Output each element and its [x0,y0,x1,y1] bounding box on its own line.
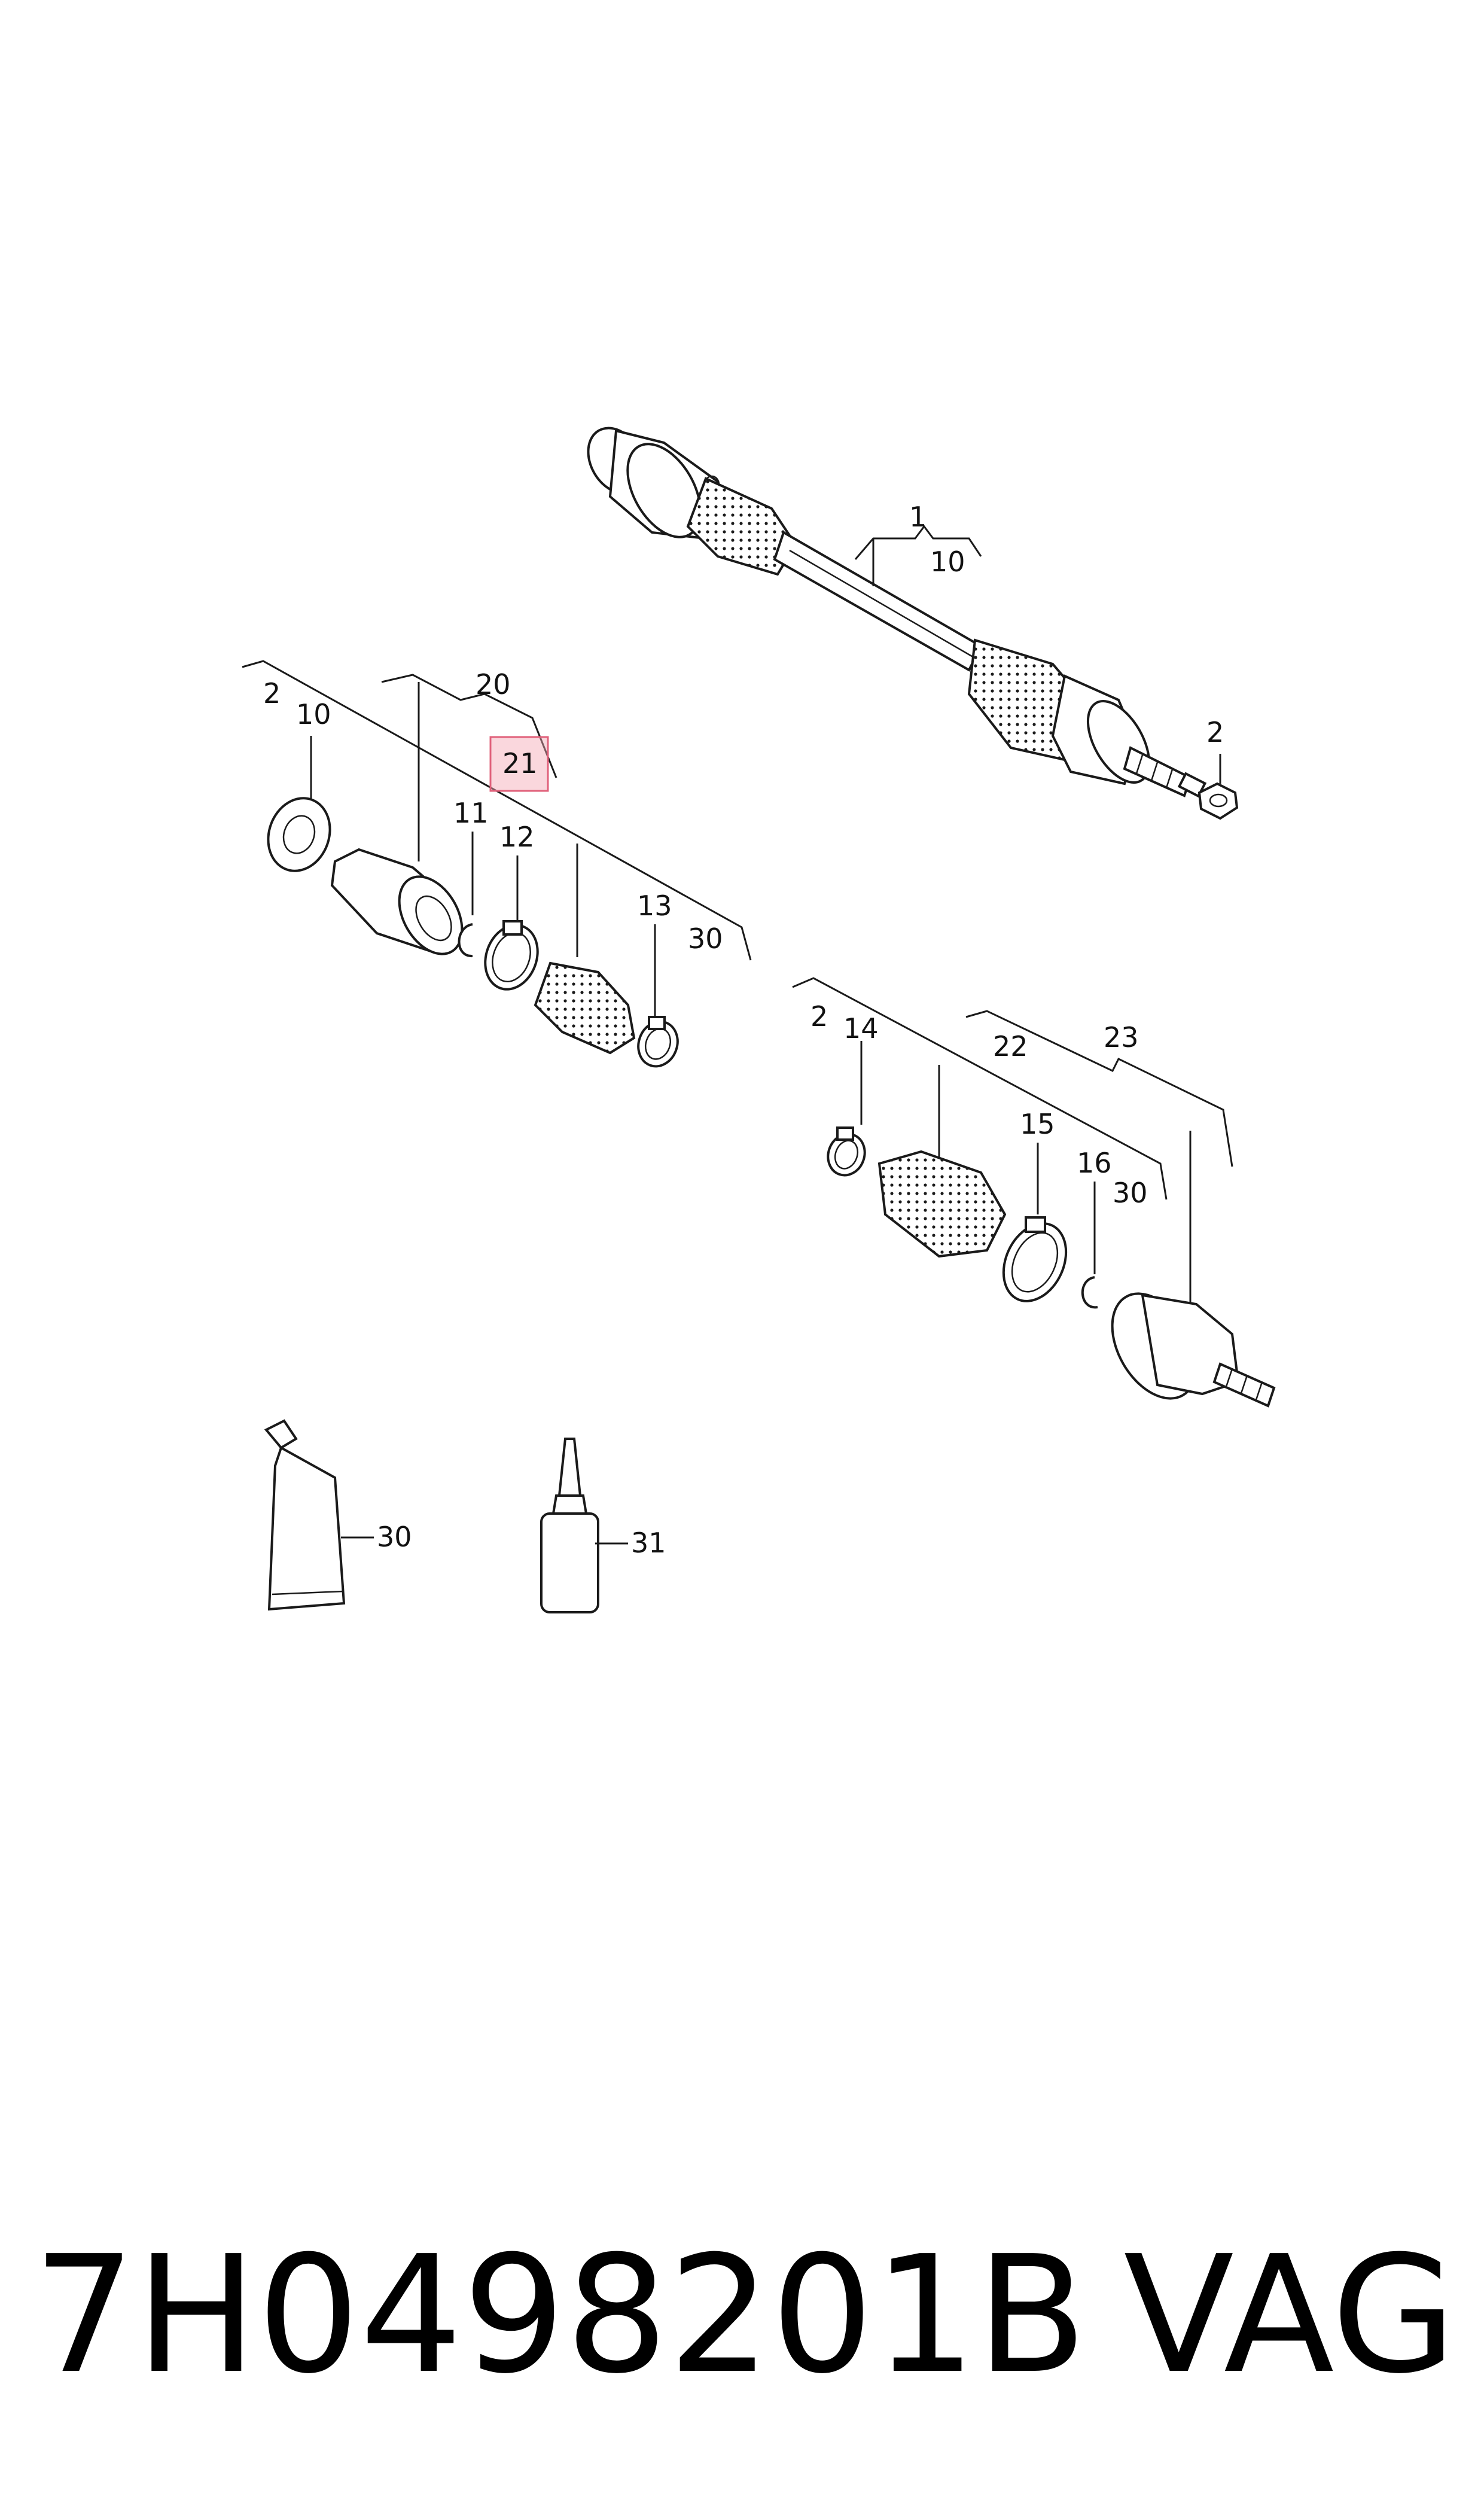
callout-12: 12 [499,821,535,853]
callout-11: 11 [453,797,489,829]
footer-caption: 7H0498201B VAG [33,2225,1456,2405]
callout-10-top: 10 [930,546,965,578]
brand-name: VAG [1123,2221,1456,2409]
callout-13: 13 [637,890,672,922]
callout-2-left: 2 [263,677,281,710]
circlip-right-part [1081,1276,1098,1309]
callout-21: 21 [502,747,538,780]
sealant-bottle-part [540,1438,599,1613]
hose-clamp-small-right-part [827,1126,866,1177]
callout-2-right: 2 [810,1000,828,1033]
gasket-seal-part [267,736,331,872]
callout-30-tube: 30 [377,1521,412,1553]
callout-14: 14 [843,1012,879,1045]
highlighted-callout-box [489,736,549,792]
hose-clamp-large-part [484,920,539,991]
complete-drive-shaft [587,427,1207,798]
part-number: 7H0498201B [33,2221,1087,2409]
callout-10-left: 10 [296,698,331,730]
outer-joint-kit-bracket [792,977,1233,1310]
callout-30-right: 30 [1113,1177,1148,1209]
nut-part [1197,782,1239,820]
hose-clamp-large-right-part [1002,1216,1068,1302]
outer-cv-joint-part [1111,1292,1276,1408]
grease-tube-part [264,1419,346,1611]
callout-31: 31 [631,1527,666,1559]
callout-1: 1 [909,501,927,533]
callout-bracket-1 [854,525,982,586]
inner-joint-kit-bracket [242,660,752,961]
callout-2-nut: 2 [1206,716,1224,748]
callout-23: 23 [1104,1021,1139,1054]
hose-clamp-small-part [637,1016,679,1068]
callout-30-left: 30 [688,922,723,955]
inner-cv-joint-part [330,848,464,955]
callout-20: 20 [476,668,511,701]
callout-22: 22 [993,1030,1028,1062]
inner-boot-part [534,961,636,1055]
callout-15: 15 [1020,1108,1055,1140]
circlip-part [458,923,473,958]
outer-boot-part [877,1150,1007,1258]
callout-16: 16 [1077,1147,1112,1179]
